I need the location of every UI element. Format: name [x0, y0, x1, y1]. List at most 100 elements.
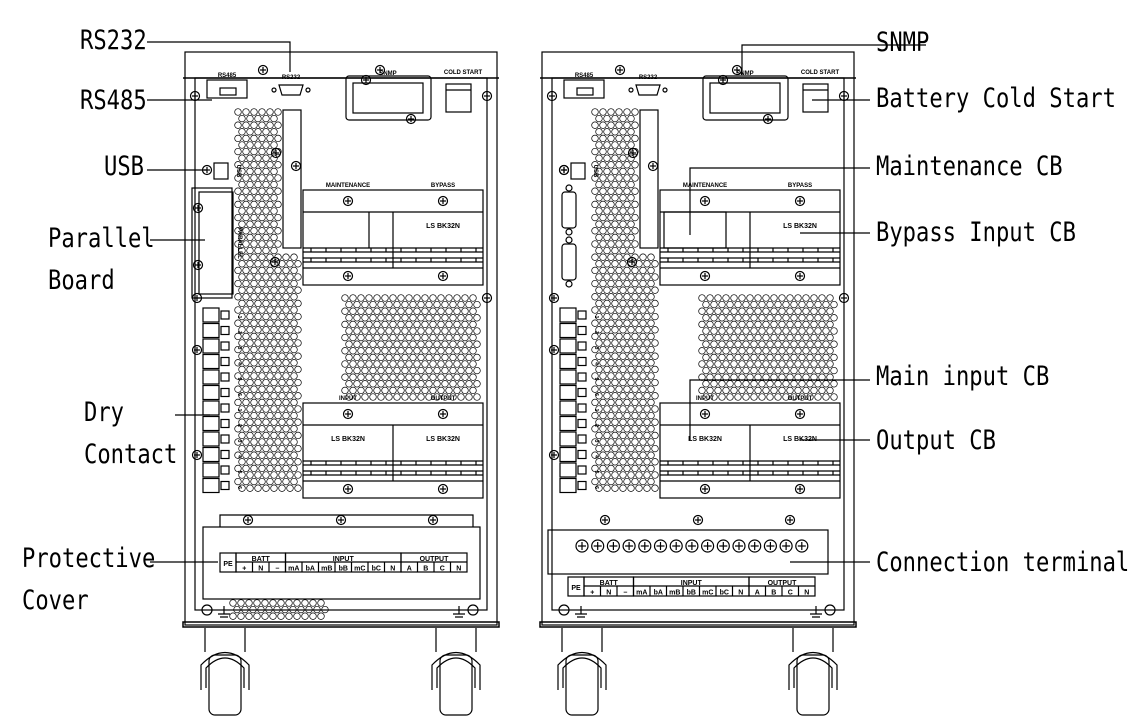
screw-icon — [342, 408, 354, 420]
dry-contact-number: 4 — [593, 455, 599, 458]
vent-hole — [250, 332, 258, 341]
vent-hole — [639, 319, 647, 327]
vent-hole — [591, 134, 599, 143]
vent-hole — [790, 340, 798, 348]
vent-hole — [250, 147, 258, 156]
vent-hole — [361, 300, 369, 309]
vent-hole — [250, 187, 258, 195]
rs485-terminal — [576, 87, 594, 96]
caster-fork — [788, 651, 838, 690]
vent-hole — [603, 431, 611, 440]
cover-top — [219, 514, 474, 527]
vent-hole — [762, 320, 770, 329]
vent-hole — [270, 114, 278, 123]
vent-hole — [746, 320, 754, 329]
vent-hole — [349, 347, 357, 355]
vent-hole — [274, 398, 282, 407]
vent-hole — [782, 327, 790, 335]
vent-hole — [449, 327, 457, 335]
vent-hole — [599, 464, 607, 473]
vent-hole — [254, 392, 262, 400]
screw-head — [335, 514, 347, 526]
vent-hole — [270, 471, 278, 479]
vent-hole — [465, 300, 473, 309]
vent-hole — [381, 333, 389, 342]
vent-hole — [619, 352, 627, 360]
vent-hole — [234, 213, 242, 222]
vent-hole — [607, 213, 615, 222]
vent-hole — [238, 339, 246, 347]
vent-hole — [595, 326, 603, 334]
dry-contact-pin — [220, 356, 230, 367]
vent-hole — [421, 307, 429, 315]
screw-icon — [794, 270, 806, 282]
vent-hole — [254, 220, 262, 228]
vent-hole — [798, 327, 806, 335]
vent-hole — [631, 477, 639, 486]
vent-hole — [282, 332, 290, 341]
terminal-col-label: C — [440, 566, 445, 573]
vent-hole — [293, 612, 301, 620]
vent-hole — [433, 366, 441, 375]
vent-hole — [718, 340, 726, 348]
vent-hole — [453, 320, 461, 329]
callout-text: RS232 — [80, 25, 147, 56]
vent-hole — [643, 471, 651, 479]
vent-hole — [714, 386, 722, 395]
vent-hole — [631, 227, 639, 235]
vent-hole — [746, 360, 754, 368]
vent-hole — [615, 398, 623, 407]
vent-hole — [361, 314, 369, 322]
vent-hole — [238, 233, 246, 242]
vent-hole — [623, 174, 631, 182]
vent-hole — [631, 438, 639, 446]
vent-hole — [619, 167, 627, 176]
vent-hole — [774, 380, 782, 388]
vent-hole — [373, 320, 381, 329]
vent-hole — [294, 352, 302, 360]
vent-hole — [429, 333, 437, 342]
vent-hole — [826, 307, 834, 315]
vent-hole — [786, 333, 794, 342]
vent-hole — [623, 121, 631, 129]
cold-start-switch — [445, 83, 472, 113]
output-label: OUTPUT — [431, 396, 456, 402]
vent-hole — [274, 359, 282, 367]
dry-contact-pin — [220, 449, 230, 460]
screw-icon — [558, 164, 570, 176]
vent-hole — [607, 306, 615, 314]
vent-hole — [639, 477, 647, 486]
callout-text: Battery Cold Start — [876, 83, 1116, 114]
vent-hole — [409, 353, 417, 362]
vent-hole — [790, 314, 798, 322]
vent-hole — [369, 327, 377, 335]
vent-hole — [373, 333, 381, 342]
vent-hole — [631, 161, 639, 169]
vent-hole — [615, 187, 623, 195]
vent-hole — [246, 286, 254, 294]
vent-hole — [814, 393, 822, 401]
vent-hole — [365, 347, 373, 355]
vent-holes — [698, 294, 838, 401]
screw-head — [191, 449, 203, 461]
vent-hole — [449, 353, 457, 362]
vent-hole — [818, 320, 826, 329]
dry-contact-pin — [577, 310, 587, 320]
vent-hole — [774, 314, 782, 322]
vent-hole — [651, 405, 659, 413]
terminal-screw — [779, 539, 793, 553]
vent-hole — [619, 220, 627, 228]
vent-hole — [290, 332, 298, 341]
dry-contact-pin — [577, 434, 587, 444]
vent-hole — [643, 339, 651, 347]
vent-hole — [607, 451, 615, 459]
vent-hole — [262, 194, 270, 202]
screw-head — [794, 270, 806, 282]
vent-hole — [282, 306, 290, 314]
terminal-col-label: − — [275, 566, 279, 573]
vent-hole — [758, 393, 766, 401]
vent-hole — [718, 314, 726, 322]
vent-hole — [710, 300, 718, 309]
screw-icon — [481, 292, 493, 304]
